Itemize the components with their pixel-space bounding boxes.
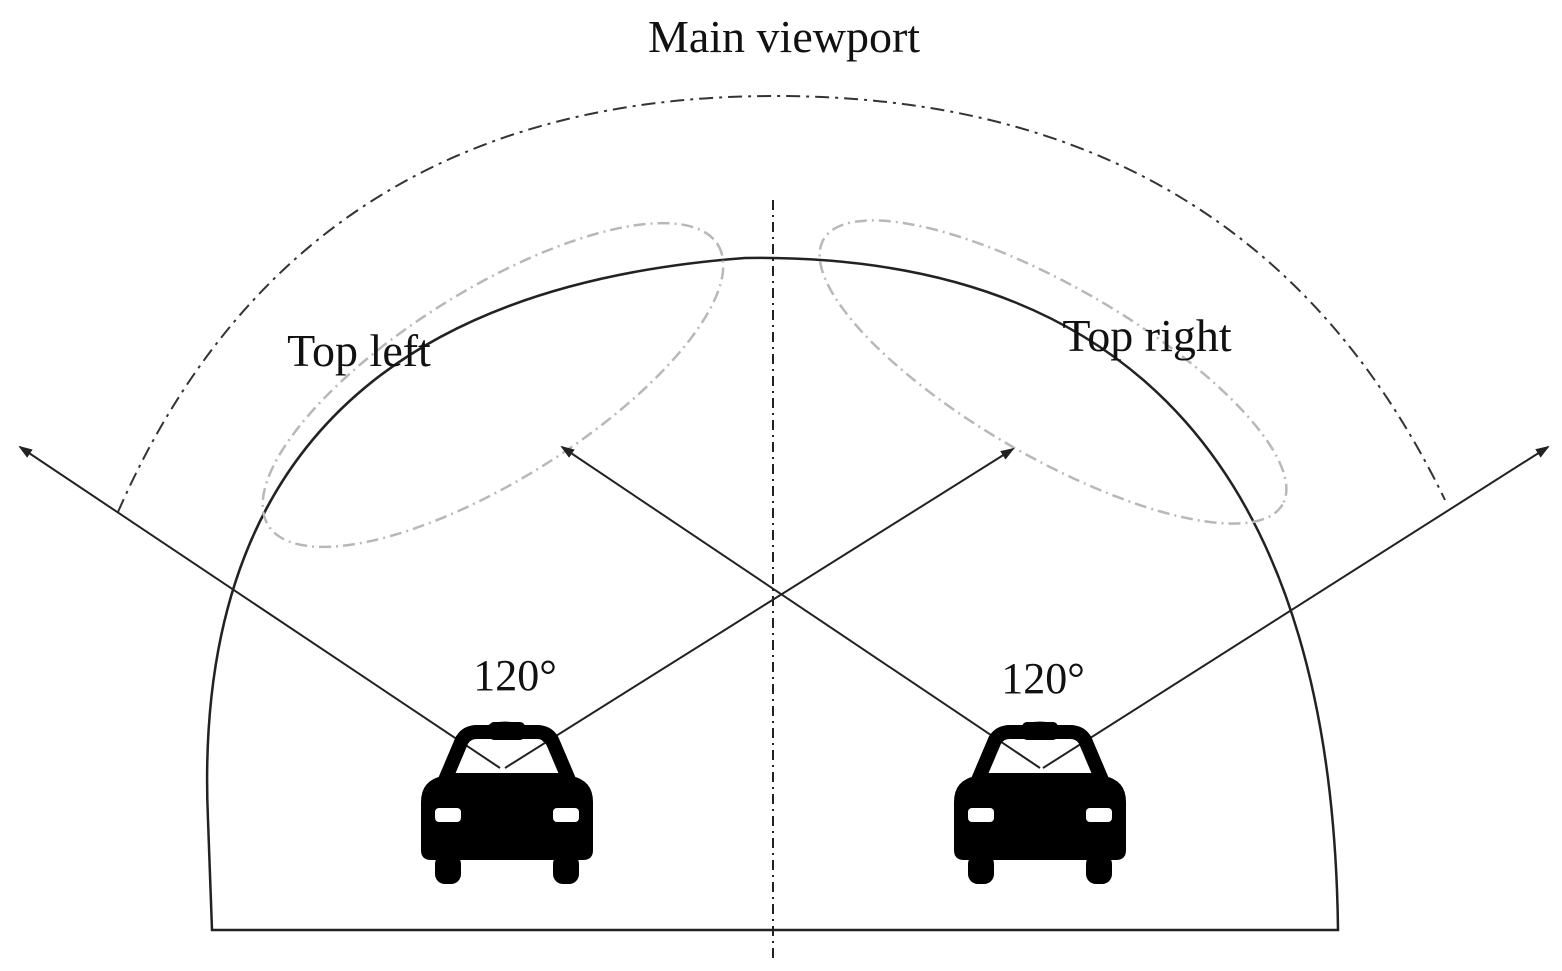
car-icon xyxy=(421,722,593,884)
top-left-region xyxy=(261,221,725,549)
right-angle-label: 120° xyxy=(1001,654,1085,703)
left-angle-label: 120° xyxy=(473,651,557,700)
tunnel-dome xyxy=(205,256,1340,932)
top-left-label: Top left xyxy=(287,325,431,376)
top-right-label: Top right xyxy=(1062,310,1231,361)
left-car-ray-right xyxy=(504,447,1015,769)
main-viewport-label: Main viewport xyxy=(648,11,920,62)
right-car-ray-right xyxy=(1042,445,1550,769)
left-car-ray-left xyxy=(18,445,501,769)
main-viewport-arc xyxy=(117,94,1446,513)
car-icon xyxy=(954,722,1126,884)
right-car-ray-left xyxy=(560,445,1041,769)
top-right-region xyxy=(818,219,1288,525)
